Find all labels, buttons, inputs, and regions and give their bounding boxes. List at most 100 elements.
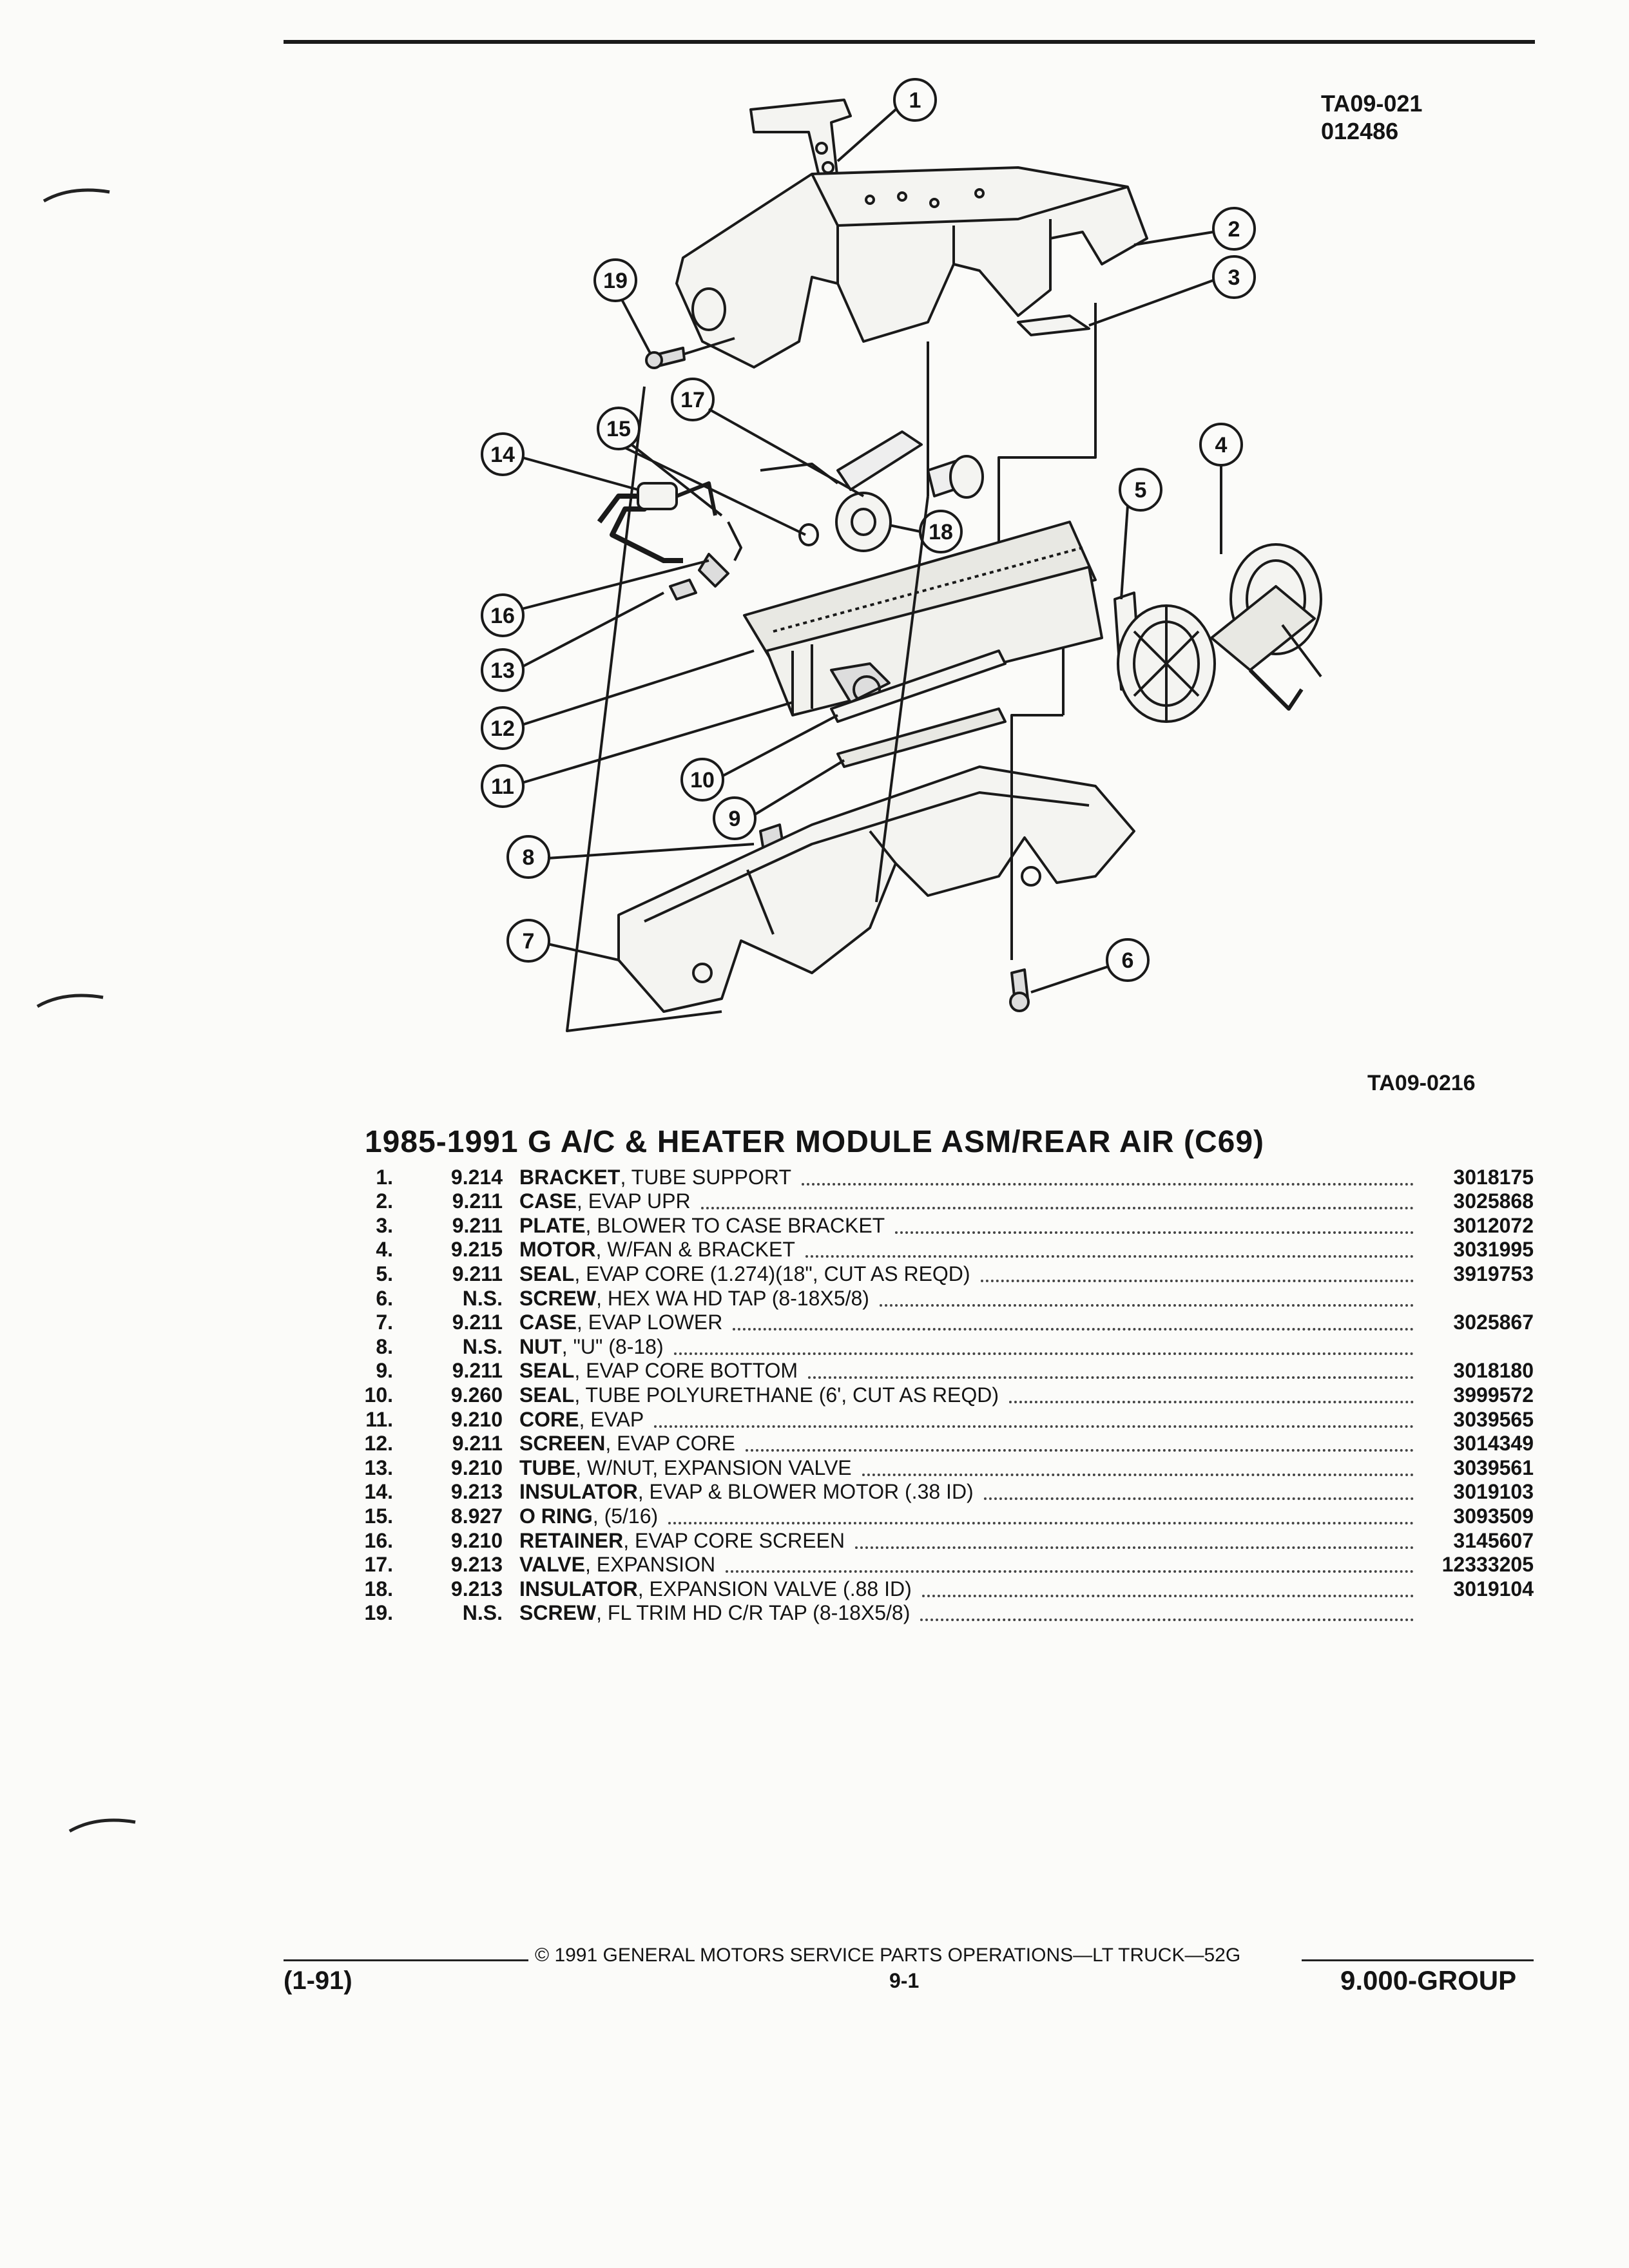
part-group-code: 9.213: [450, 1480, 503, 1504]
part-group-code: 9.211: [452, 1359, 503, 1383]
part-group-code: 9.211: [452, 1432, 503, 1456]
callout-15: 15: [606, 417, 631, 441]
footer-group: 9.000-GROUP: [1340, 1965, 1517, 1995]
dot-leader: [654, 1425, 1414, 1428]
part-name: RETAINER: [519, 1528, 624, 1552]
part-group-code: 9.211: [452, 1189, 503, 1213]
exploded-view-diagram: 1 2 3 4 5 6 7 8 9 10 11 12 13 16 14 15 1…: [481, 78, 1322, 1032]
callout-16: 16: [490, 604, 515, 628]
part-number: 3025867: [1453, 1311, 1534, 1334]
part-description: , W/FAN & BRACKET: [595, 1238, 795, 1262]
part-number-index: 6.: [376, 1286, 393, 1310]
part-number: 3018175: [1453, 1165, 1534, 1189]
part-name: NUT: [519, 1334, 562, 1358]
part-number: 3031995: [1453, 1238, 1534, 1262]
expansion-valve: [836, 430, 923, 491]
dot-leader: [862, 1473, 1414, 1476]
part-group-code: 9.210: [450, 1528, 503, 1552]
part-number: 3919753: [1453, 1262, 1534, 1285]
part-description: , EVAP LOWER: [576, 1311, 723, 1334]
parts-row: 8.N.S.NUT, "U" (8-18): [348, 1334, 1534, 1359]
part-number: 3018180: [1453, 1359, 1534, 1383]
dot-leader: [808, 1376, 1414, 1379]
part-description: , EVAP CORE BOTTOM: [574, 1359, 798, 1383]
part-number: 3039565: [1453, 1407, 1534, 1431]
part-number: 3999572: [1453, 1383, 1534, 1407]
footer-copyright: © 1991 GENERAL MOTORS SERVICE PARTS OPER…: [535, 1945, 1241, 1966]
page-number: 9-1: [889, 1969, 920, 1992]
part-name: TUBE: [519, 1456, 576, 1479]
part-group-code: 9.213: [450, 1577, 503, 1600]
part-description: , EVAP UPR: [576, 1189, 691, 1213]
part-description: , W/NUT, EXPANSION VALVE: [575, 1456, 852, 1479]
callout-3: 3: [1228, 265, 1240, 290]
part-group-code: 9.211: [452, 1311, 503, 1334]
dot-leader: [700, 1206, 1414, 1210]
part-name: VALVE: [519, 1553, 585, 1577]
callout-19: 19: [603, 269, 628, 293]
dot-leader: [673, 1352, 1414, 1355]
lower-case: [617, 765, 1135, 1013]
part-group-code: 9.215: [450, 1238, 503, 1262]
part-number: 3019104: [1453, 1577, 1534, 1600]
part-name: INSULATOR: [519, 1577, 638, 1600]
part-name: SEAL: [519, 1359, 575, 1383]
part-name: CASE: [519, 1189, 577, 1213]
part-name: MOTOR: [519, 1238, 596, 1262]
part-description: , EXPANSION VALVE (.88 ID): [637, 1577, 912, 1600]
part-description: , FL TRIM HD C/R TAP (8-18X5/8): [596, 1601, 911, 1625]
tube-expansion-valve: [597, 494, 683, 563]
part-description: , "U" (8-18): [561, 1334, 664, 1358]
callout-5: 5: [1135, 478, 1147, 503]
callout-18: 18: [929, 520, 953, 544]
callout-10: 10: [690, 768, 715, 793]
footer-rule-right: [1302, 1959, 1534, 1961]
part-description: , TUBE POLYURETHANE (6', CUT AS REQD): [574, 1383, 999, 1407]
part-number-index: 8.: [376, 1334, 393, 1358]
callout-6: 6: [1122, 948, 1134, 973]
part-number-index: 11.: [365, 1407, 393, 1431]
part-description: , EVAP CORE: [605, 1432, 735, 1456]
part-number-index: 15.: [364, 1504, 393, 1528]
blower-motor-assembly: [1117, 543, 1322, 723]
part-name: INSULATOR: [519, 1480, 638, 1504]
part-group-code: 9.260: [450, 1383, 503, 1407]
part-group-code: 9.214: [450, 1165, 503, 1189]
part-name: SCREW: [519, 1286, 597, 1310]
upper-case: [675, 166, 1148, 369]
part-number-index: 7.: [376, 1311, 393, 1334]
dot-leader: [854, 1546, 1414, 1549]
part-group-code: N.S.: [462, 1286, 503, 1310]
part-description: , (5/16): [592, 1504, 659, 1528]
dot-leader: [733, 1327, 1414, 1331]
part-description: , EXPANSION: [584, 1553, 716, 1577]
callout-7: 7: [523, 929, 535, 954]
retainer-16: [669, 579, 697, 601]
callout-4: 4: [1215, 433, 1228, 457]
part-description: , BLOWER TO CASE BRACKET: [585, 1213, 885, 1237]
parts-row: 19.N.S.SCREW, FL TRIM HD C/R TAP (8-18X5…: [348, 1601, 1534, 1626]
part-name: SEAL: [519, 1262, 575, 1285]
margin-mark: [68, 1818, 136, 1833]
part-description: , EVAP: [579, 1407, 644, 1431]
part-group-code: 9.210: [450, 1407, 503, 1431]
evap-screen: [743, 521, 1097, 665]
callout-11: 11: [491, 774, 514, 799]
blower-plate: [1017, 314, 1090, 336]
margin-mark: [36, 994, 104, 1008]
part-number-index: 9.: [376, 1359, 393, 1383]
part-group-code: 9.211: [452, 1213, 503, 1237]
header-code-2: 012486: [1321, 118, 1399, 144]
part-name: BRACKET: [519, 1165, 621, 1189]
part-description: , TUBE SUPPORT: [620, 1165, 791, 1189]
